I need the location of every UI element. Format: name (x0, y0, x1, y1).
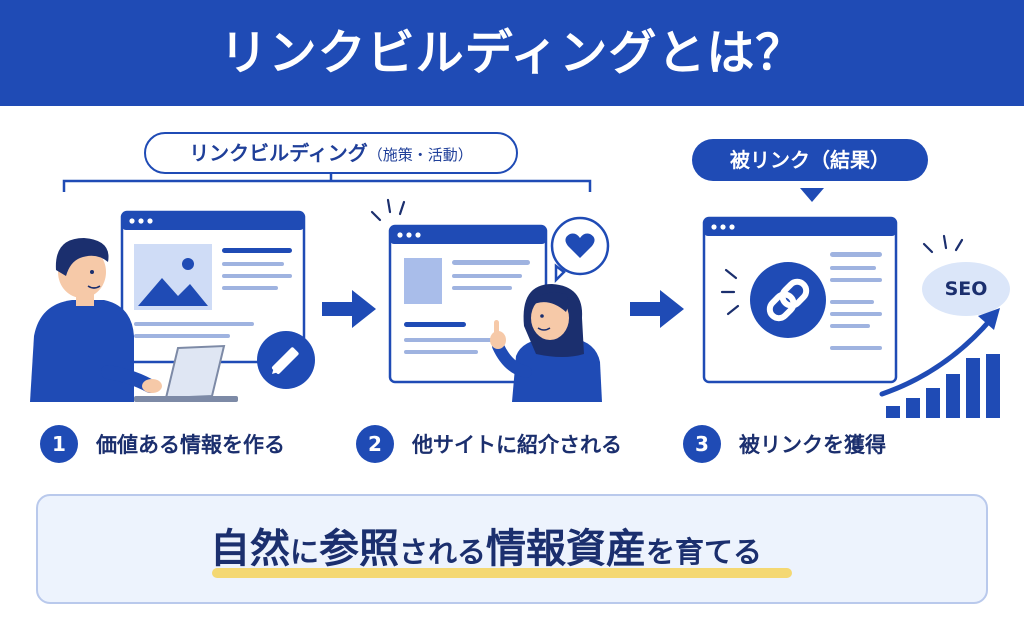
step-label-1: 価値ある情報を作る (96, 433, 285, 457)
banner-highlight (212, 568, 792, 578)
banner-part-6: を育てる (646, 535, 763, 569)
banner-part-2: に (290, 535, 320, 569)
arrow-right-icon (322, 290, 376, 328)
sparkle-lines-2 (370, 198, 406, 222)
step-get-referred: 2 他サイトに紹介される (356, 424, 622, 464)
step-create-content: 1 価値ある情報を作る (40, 424, 285, 464)
pencil-icon (257, 331, 315, 389)
growth-arrow-icon (879, 315, 995, 397)
step-number-1: 1 (40, 425, 78, 463)
chain-link-icon (750, 262, 826, 338)
page-title: リンクビルディングとは？ (219, 25, 805, 81)
step-label-3: 被リンクを獲得 (739, 433, 886, 457)
person-referrer (490, 284, 602, 402)
growth-chart (879, 308, 1000, 418)
sparkle-lines-seo (922, 234, 964, 254)
activity-pill: リンクビルディング（施策・活動） (144, 132, 518, 174)
scene-get-referred (370, 198, 610, 402)
seo-badge-label: SEO (944, 278, 988, 300)
activity-pill-sub: （施策・活動） (367, 146, 473, 164)
scene-earn-backlink (702, 216, 1010, 418)
browser-window-1 (120, 210, 306, 364)
step-number-2: 2 (356, 425, 394, 463)
header-bar: リンクビルディングとは？ (0, 0, 1024, 106)
banner-text: 自然に参照される情報資産を育てる (210, 516, 762, 582)
result-pill-label: 被リンク（結果） (730, 148, 890, 172)
banner-part-1: 自然 (210, 526, 290, 572)
seo-badge-bubble (922, 262, 1010, 316)
heart-icon (550, 216, 610, 284)
arrow-right-icon-2 (630, 290, 684, 328)
laptop (134, 344, 238, 402)
activity-pill-label: リンクビルディング (189, 141, 368, 165)
result-pill: 被リンク（結果） (692, 139, 928, 181)
summary-banner (36, 494, 988, 604)
banner-part-3: 参照 (319, 526, 400, 572)
scene-create-content (30, 210, 315, 402)
banner-part-5: 情報資産 (486, 526, 647, 572)
step-earn-backlink: 3 被リンクを獲得 (683, 424, 886, 464)
activity-bracket (62, 179, 592, 192)
step-number-3: 3 (683, 425, 721, 463)
result-pointer (800, 188, 824, 202)
step-label-2: 他サイトに紹介される (412, 433, 622, 457)
person-writer (30, 238, 162, 402)
sparkle-lines-3 (720, 268, 740, 316)
banner-part-4: される (399, 535, 487, 569)
